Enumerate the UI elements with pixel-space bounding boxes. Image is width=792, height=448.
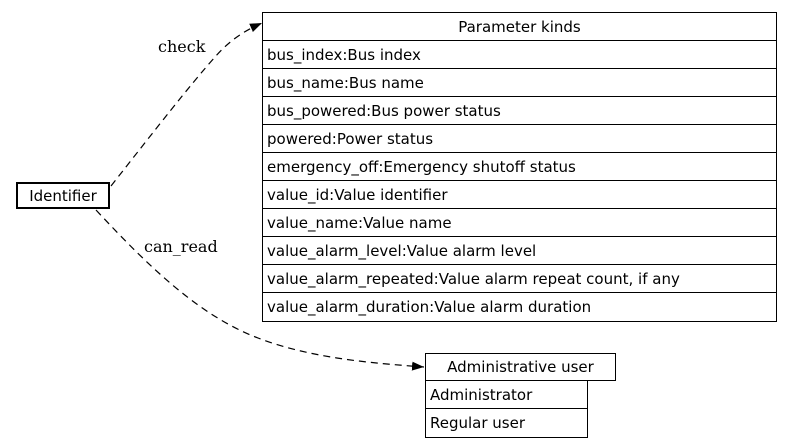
parameter-row: powered:Power status [263, 125, 776, 153]
parameter-row: bus_index:Bus index [263, 41, 776, 69]
parameter-row: bus_powered:Bus power status [263, 97, 776, 125]
parameter-row: value_id:Value identifier [263, 181, 776, 209]
parameter-row: value_name:Value name [263, 209, 776, 237]
parameter-row: value_alarm_repeated:Value alarm repeat … [263, 265, 776, 293]
parameter-kinds-title: Parameter kinds [263, 13, 776, 41]
parameter-kinds-table: Parameter kinds bus_index:Bus index bus_… [262, 12, 777, 322]
admin-user-row: Administrator [426, 381, 587, 409]
parameter-row: emergency_off:Emergency shutoff status [263, 153, 776, 181]
identifier-node: Identifier [16, 182, 110, 209]
parameter-row: value_alarm_duration:Value alarm duratio… [267, 298, 592, 316]
parameter-row: value_alarm_level:Value alarm level [263, 237, 776, 265]
can-read-edge-label: can_read [144, 237, 218, 256]
admin-user-table: Administrator Regular user [425, 380, 588, 438]
admin-user-title: Administrative user [425, 353, 616, 381]
check-edge-label: check [158, 37, 206, 56]
admin-user-row: Regular user [430, 414, 526, 432]
parameter-row: bus_name:Bus name [263, 69, 776, 97]
